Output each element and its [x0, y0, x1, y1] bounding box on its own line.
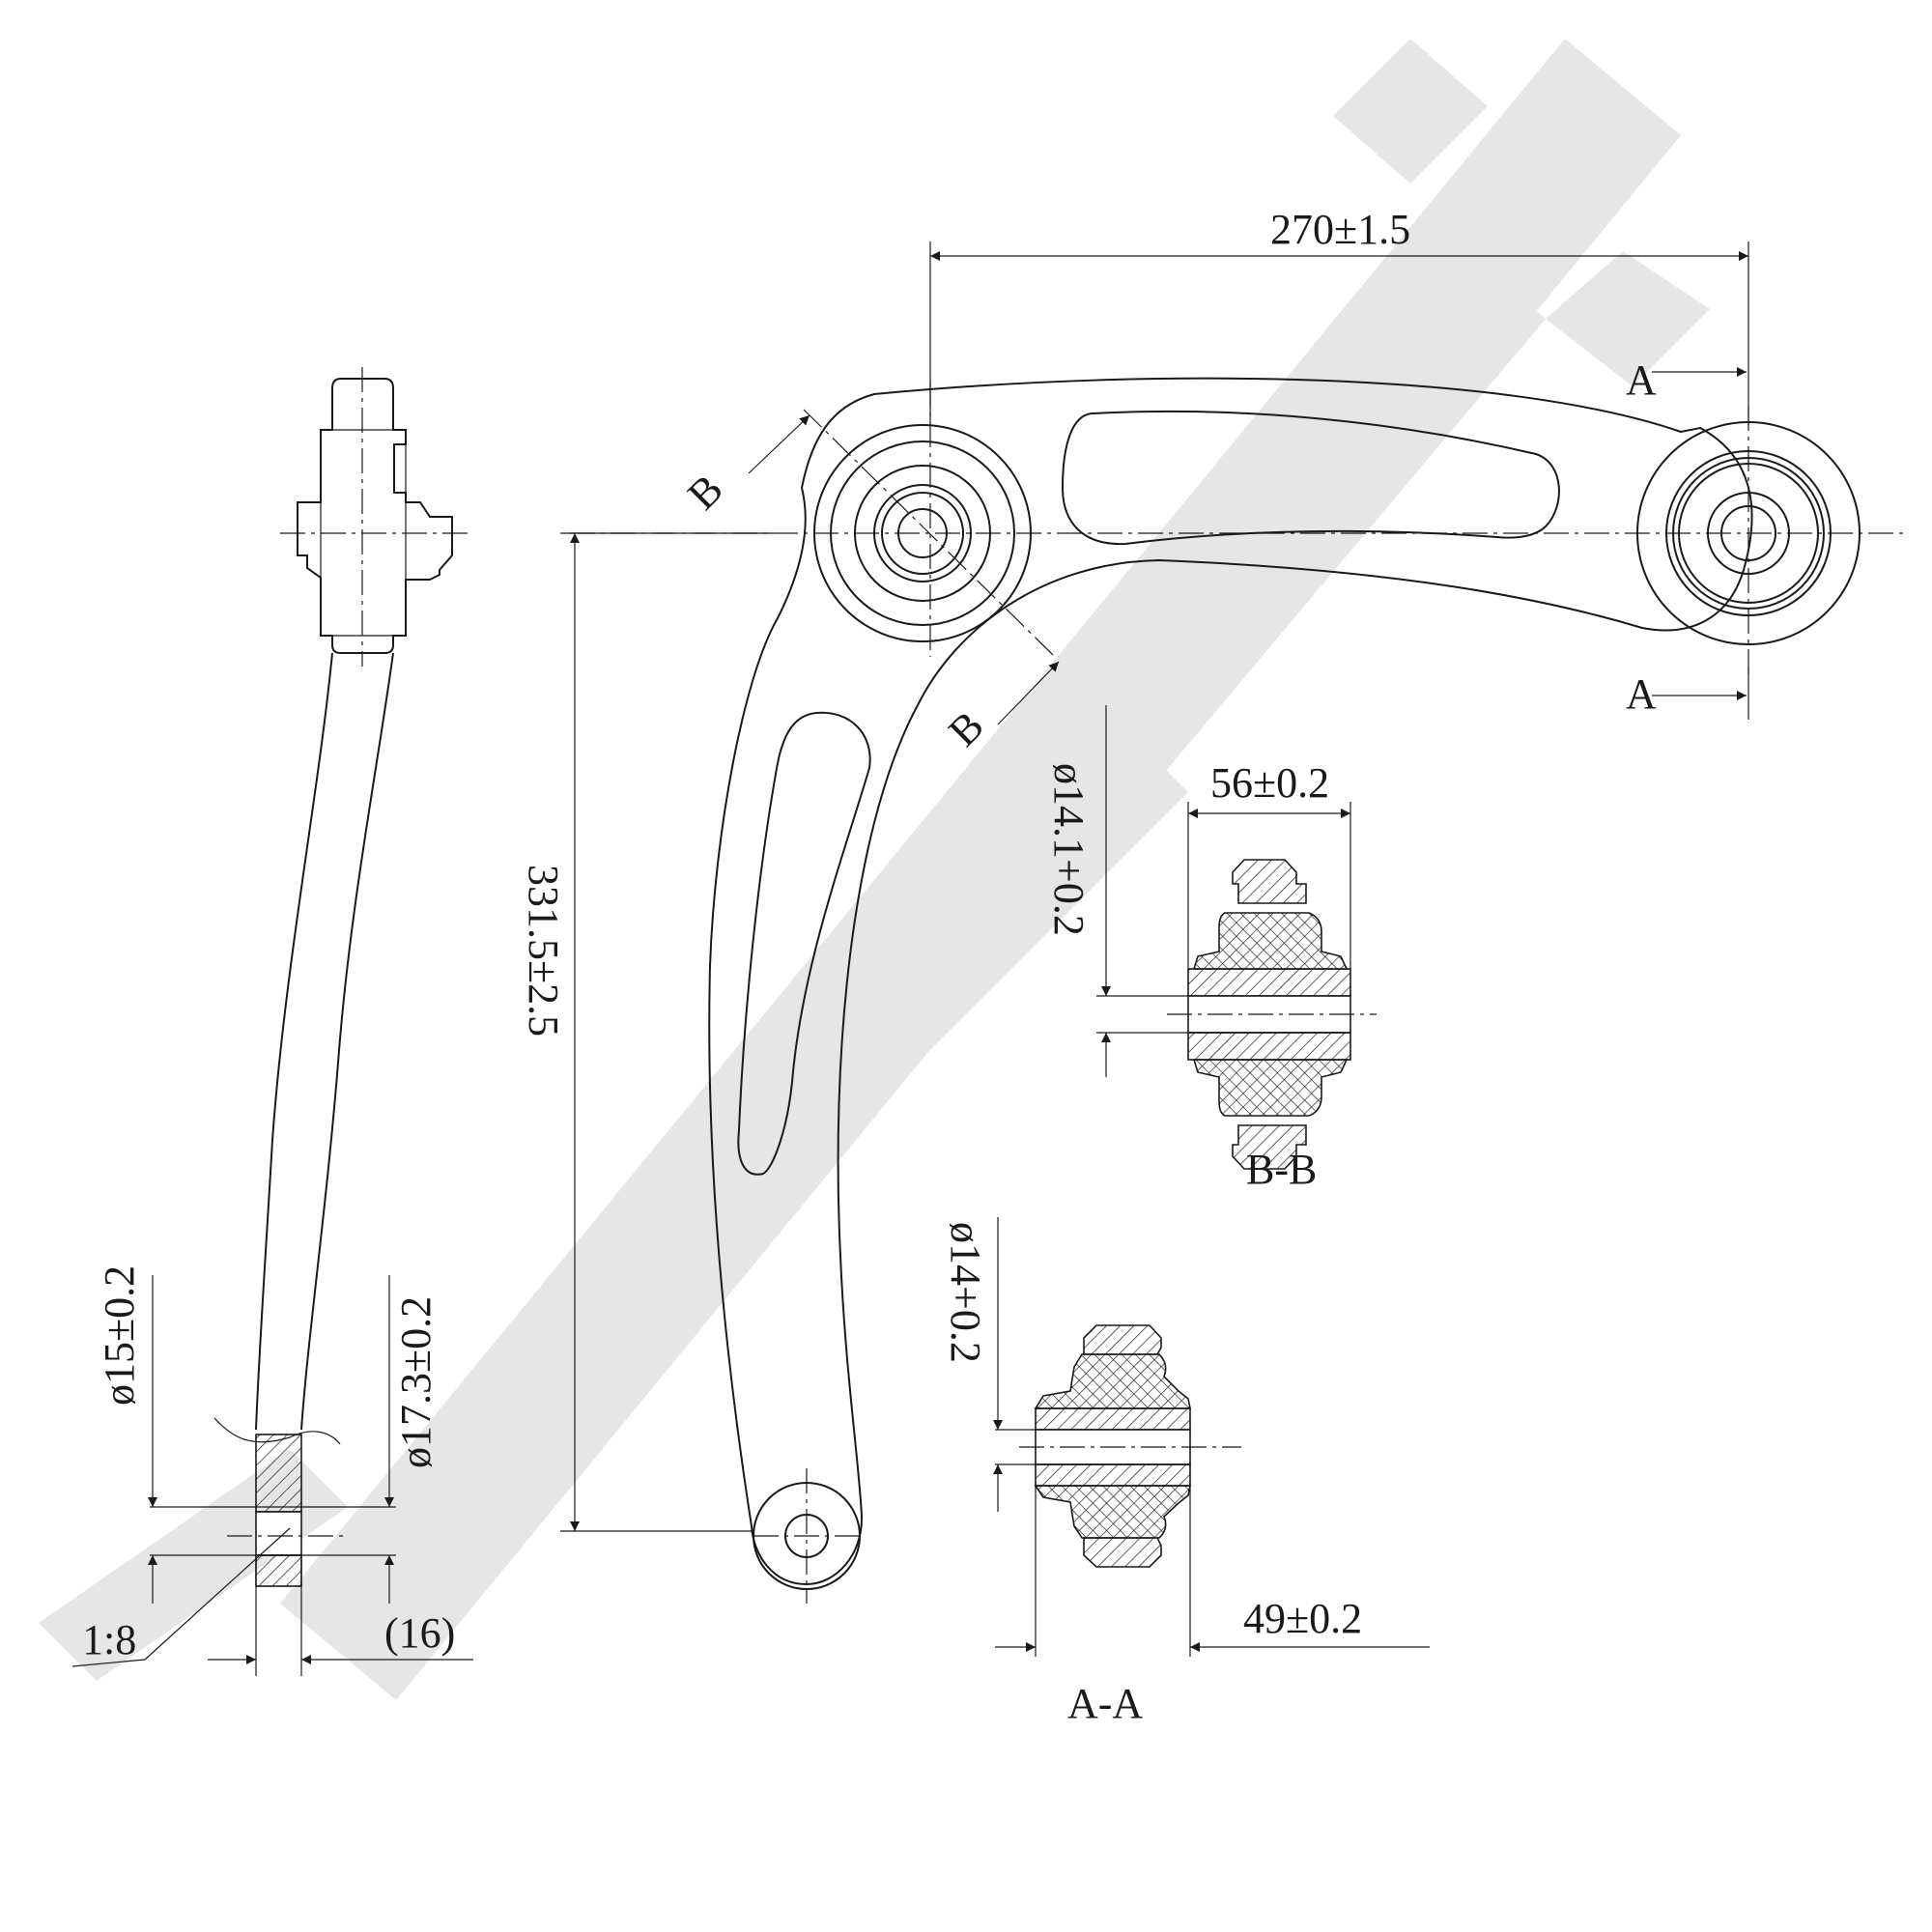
section-bb [1096, 705, 1377, 1170]
section-aa-title: A-A [1067, 1680, 1143, 1727]
bush-aa-bore-label: ø14+0.2 [942, 1222, 989, 1363]
section-b-mark-top: B [678, 466, 731, 519]
bush-aa-width-label: 49±0.2 [1243, 1595, 1362, 1642]
section-a-mark-top: A [1626, 356, 1657, 404]
bush-bb-bore-label: ø14.1+0.2 [1045, 763, 1093, 936]
pin-length-label: (16) [384, 1609, 455, 1657]
side-view [71, 367, 473, 1676]
section-a-mark-bottom: A [1626, 670, 1657, 718]
section-aa [993, 1217, 1430, 1657]
bush-bb-width-label: 56±0.2 [1210, 759, 1329, 807]
height-dimension-label: 331.5±2.5 [520, 865, 567, 1037]
ball-pin-dia-small-label: ø15±0.2 [96, 1265, 143, 1406]
control-arm-view [560, 242, 1903, 1604]
section-bb-title: B-B [1246, 1146, 1317, 1193]
watermark-logo [39, 39, 1710, 1700]
ball-pin-dia-large-label: ø17.3±0.2 [392, 1296, 440, 1468]
width-dimension-label: 270±1.5 [1270, 206, 1410, 253]
taper-label: 1:8 [82, 1616, 136, 1663]
